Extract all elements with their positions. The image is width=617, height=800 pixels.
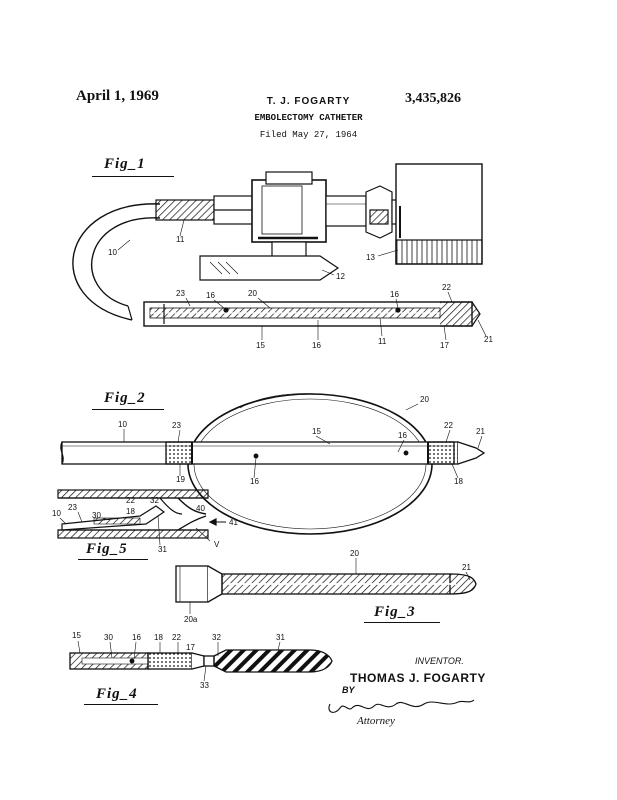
fig1-ref-20: 20 — [248, 289, 257, 298]
fig3-ref-21: 21 — [462, 563, 471, 572]
fig1-ref-16c: 16 — [312, 341, 321, 350]
fig1-underline — [92, 176, 174, 177]
fig1-drawing — [72, 163, 483, 327]
fig5-ref-32: 32 — [150, 496, 159, 505]
fig4-ref-18: 18 — [154, 633, 163, 642]
fig1-ref-11: 11 — [176, 235, 185, 244]
fig2-ref-21: 21 — [476, 427, 485, 436]
fig2-leader-lines — [123, 403, 483, 479]
fig4-drawing — [69, 649, 333, 673]
fig1-ref-16b: 16 — [390, 290, 399, 299]
fig1-ref-22: 22 — [442, 283, 451, 292]
fig4-ref-32: 32 — [212, 633, 221, 642]
fig4-label: Fig_4 — [96, 686, 138, 702]
fig2-ref-15: 15 — [312, 427, 321, 436]
inventor-label: INVENTOR. — [415, 656, 464, 666]
fig2-ref-20: 20 — [420, 395, 429, 404]
fig1-label: Fig_1 — [104, 156, 146, 172]
fig3-underline — [364, 622, 440, 623]
fig4-refs: 15 30 16 18 22 17 32 31 33 — [72, 631, 285, 690]
fig1-ref-23: 23 — [176, 289, 185, 298]
fig5-drawing — [57, 489, 226, 539]
fig1-ref-17: 17 — [440, 341, 449, 350]
fig2-ref-23: 23 — [172, 421, 181, 430]
fig4-ref-16: 16 — [132, 633, 141, 642]
inventor-header: T. J. FOGARTY — [266, 96, 351, 107]
fig1-ref-16a: 16 — [206, 291, 215, 300]
fig5-ref-23: 23 — [68, 503, 77, 512]
fig3-ref-20a: 20a — [184, 615, 198, 624]
fig2-refs: 10 23 15 20 16 22 21 19 16 18 — [118, 395, 485, 486]
fig2-underline — [92, 409, 164, 410]
fig5-underline — [78, 559, 148, 560]
fig5-refs: 10 23 30 22 18 32 40 41 31 V — [52, 496, 238, 554]
fig3-ref-20: 20 — [350, 549, 359, 558]
fig2-drawing — [60, 393, 486, 535]
fig2-ref-10: 10 — [118, 420, 127, 429]
fig5-ref-18: 18 — [126, 507, 135, 516]
fig5-label: Fig_5 — [86, 541, 128, 557]
fig5-ref-31: 31 — [158, 545, 167, 554]
fig4-ref-17: 17 — [186, 643, 195, 652]
fig3-label: Fig_3 — [374, 604, 416, 620]
fig2-label: Fig_2 — [104, 390, 146, 406]
fig4-ref-33: 33 — [200, 681, 209, 690]
fig1-ref-13: 13 — [366, 253, 375, 262]
fig5-leader-lines — [59, 511, 211, 546]
inventor-name: THOMAS J. FOGARTY — [350, 671, 486, 685]
fig4-ref-30: 30 — [104, 633, 113, 642]
by-label: BY — [342, 685, 355, 695]
fig3-leader-lines — [189, 558, 471, 614]
fig3-drawing — [175, 565, 477, 603]
fig4-ref-15: 15 — [72, 631, 81, 640]
invention-title: EMBOLECTOMY CATHETER — [254, 113, 363, 123]
fig3-refs: 20 21 20a — [184, 549, 471, 624]
fig5-ref-v: V — [214, 540, 220, 549]
fig5-ref-41: 41 — [229, 518, 238, 527]
fig1-refs: 10 11 12 13 23 16 20 16 22 15 16 11 17 2… — [108, 235, 493, 350]
fig5-ref-40: 40 — [196, 504, 205, 513]
fig1-leader-lines — [117, 219, 487, 341]
fig4-ref-22: 22 — [172, 633, 181, 642]
fig1-ref-11b: 11 — [378, 337, 387, 346]
fig2-ref-16: 16 — [398, 431, 407, 440]
patent-number: 3,435,826 — [405, 91, 461, 106]
fig5-ref-30: 30 — [92, 511, 101, 520]
fig2-ref-16b: 16 — [250, 477, 259, 486]
fig1-ref-12: 12 — [336, 272, 345, 281]
fig2-ref-22: 22 — [444, 421, 453, 430]
fig1-ref-10: 10 — [108, 248, 117, 257]
fig5-ref-10: 10 — [52, 509, 61, 518]
attorney-label: Attorney — [357, 715, 395, 727]
fig2-ref-19: 19 — [176, 475, 185, 484]
fig1-ref-15: 15 — [256, 341, 265, 350]
fig4-underline — [84, 704, 158, 705]
fig4-leader-lines — [77, 640, 281, 682]
fig2-ref-18: 18 — [454, 477, 463, 486]
filing-date: Filed May 27, 1964 — [259, 130, 358, 140]
fig5-ref-22: 22 — [126, 496, 135, 505]
fig1-ref-21: 21 — [484, 335, 493, 344]
attorney-signature — [328, 699, 475, 713]
patent-date: April 1, 1969 — [76, 88, 159, 104]
fig4-ref-31: 31 — [276, 633, 285, 642]
